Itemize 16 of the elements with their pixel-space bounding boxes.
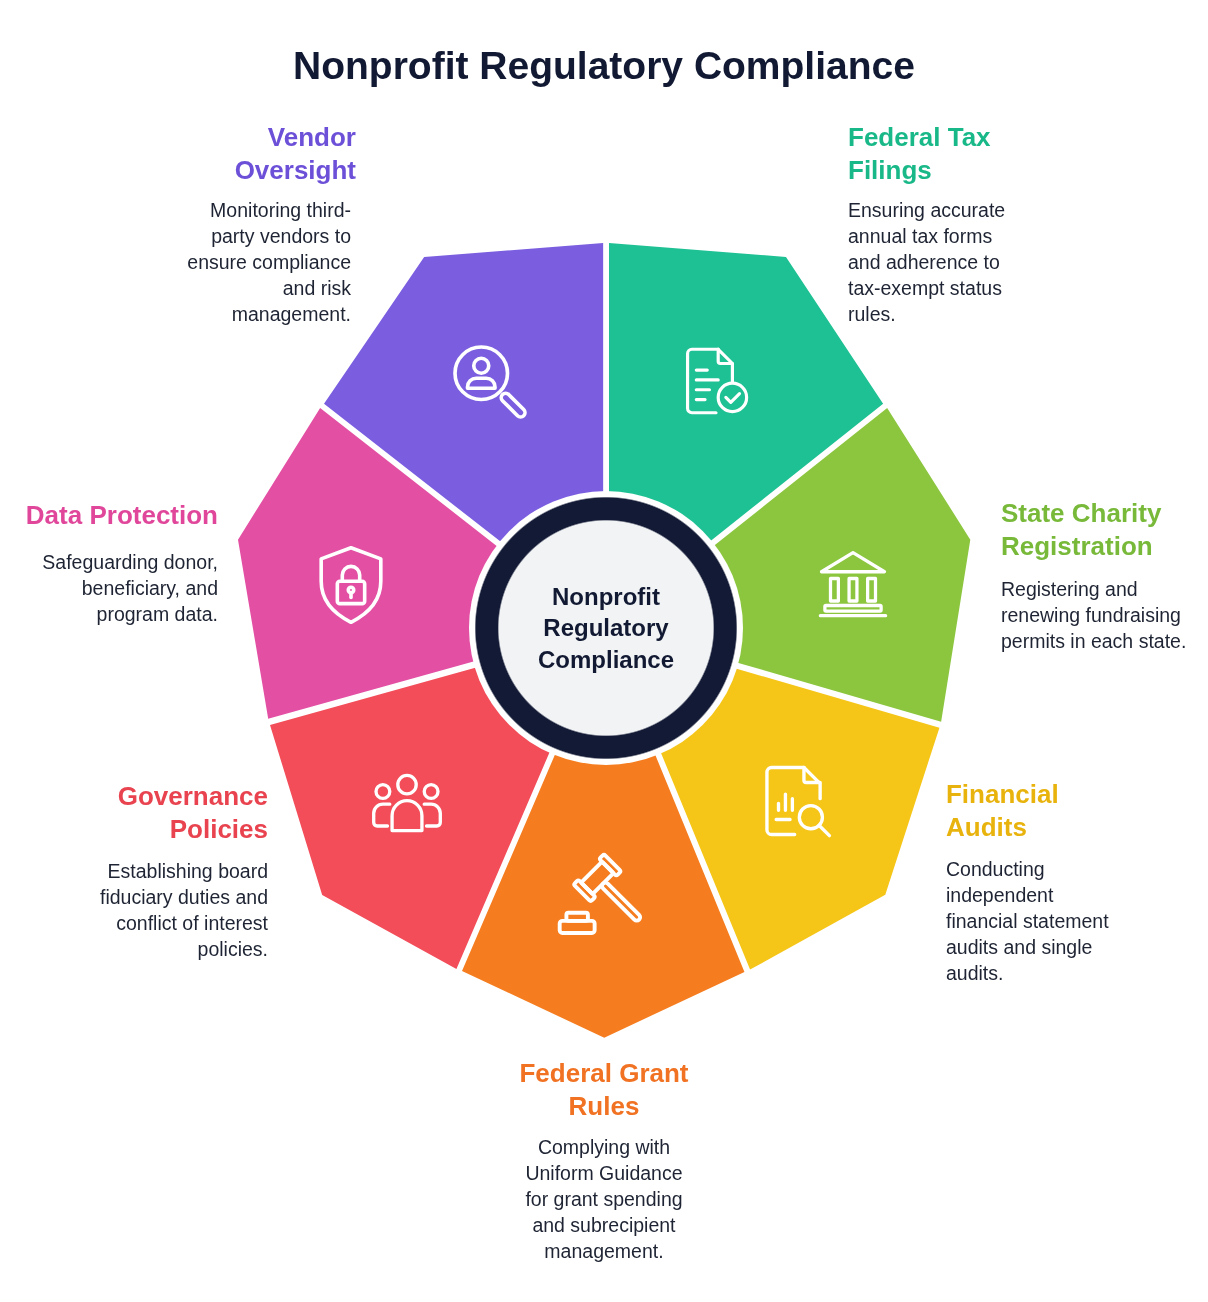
section-heading: Federal Tax Filings: [848, 121, 992, 187]
section-description: Complying with Uniform Guidance for grant spending and subrecipient management.: [524, 1135, 684, 1264]
hub-label: Nonprofit Regulatory Compliance: [537, 581, 675, 675]
section-heading: Data Protection: [24, 499, 218, 532]
section-description: Monitoring third-party vendors to ensure compliance and risk management.: [186, 198, 351, 327]
section-description: Registering and renewing fundraising permits in each state.: [1001, 577, 1188, 654]
section-heading: State Charity Registration: [1001, 497, 1163, 563]
section-description: Establishing board fiduciary duties and conflict of interest policies.: [98, 859, 268, 962]
section-description: Conducting independent financial statement audits and single audits.: [946, 857, 1110, 986]
section-description: Ensuring accurate annual tax forms and adherence to tax-exempt status rules.: [848, 198, 1007, 327]
diagram-title: Nonprofit Regulatory Compliance: [293, 43, 915, 89]
section-heading: Governance Policies: [116, 780, 268, 846]
section-heading: Vendor Oversight: [233, 121, 356, 187]
section-heading: Federal Grant Rules: [518, 1057, 690, 1123]
section-description: Safeguarding donor, beneficiary, and program data.: [41, 550, 218, 627]
section-heading: Financial Audits: [946, 778, 1060, 844]
